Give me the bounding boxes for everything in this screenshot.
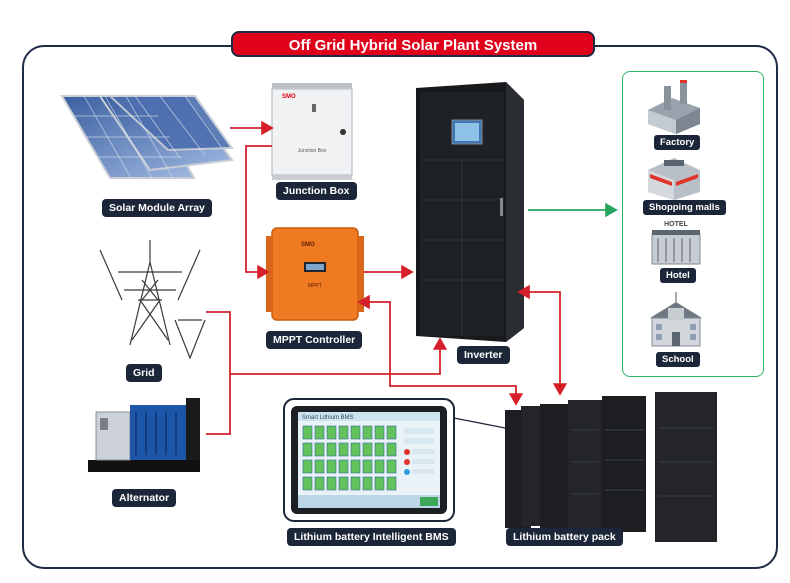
bms-label: Lithium battery Intelligent BMS [287, 528, 456, 546]
dest-school-label: School [656, 352, 700, 367]
mppt-controller-image: SMO MPPT [266, 227, 364, 321]
flow-junction-to-mppt [245, 145, 272, 280]
battery-pack-image [505, 392, 717, 542]
junction-box-label: Junction Box [276, 182, 357, 200]
flow-grid-alternator-to-inverter [206, 311, 231, 435]
solar-module-array-image [60, 95, 234, 179]
mppt-brand: SMO [301, 242, 315, 248]
inverter-label: Inverter [457, 346, 510, 364]
bms-connector [453, 417, 506, 429]
loads-box [622, 71, 764, 377]
flow-inverter-battery [517, 284, 568, 396]
diagram-title: Off Grid Hybrid Solar Plant System [231, 31, 595, 57]
shopping-mall-icon [648, 158, 700, 200]
bms-tablet-image: Smart Lithium BMS [283, 398, 455, 522]
junction-box-brand: SMO [282, 94, 296, 100]
junction-box-plate: Junction Box [298, 148, 327, 154]
dest-hotel-label: Hotel [660, 268, 696, 283]
inverter-image [416, 82, 524, 342]
alternator-label: Alternator [112, 489, 177, 507]
factory-icon [648, 80, 700, 134]
flow-mppt-battery [357, 294, 524, 406]
alternator-image [88, 398, 200, 472]
battery-pack-label: Lithium battery pack [506, 528, 623, 546]
dest-factory-label: Factory [654, 135, 701, 150]
school-icon [650, 292, 702, 347]
junction-box-image: SMO Junction Box [271, 83, 353, 180]
mppt-controller-label: MPPT Controller [266, 331, 363, 349]
solar-module-array-label: Solar Module Array [102, 199, 212, 217]
bms-screen-header: Smart Lithium BMS [302, 415, 354, 421]
grid-tower-image [99, 240, 206, 360]
hotel-icon: HOTEL [651, 221, 701, 265]
grid-label: Grid [126, 364, 162, 382]
hotel-sign: HOTEL [664, 221, 688, 228]
dest-shopping-malls-label: Shopping malls [643, 200, 726, 215]
mppt-model: MPPT [308, 283, 322, 289]
